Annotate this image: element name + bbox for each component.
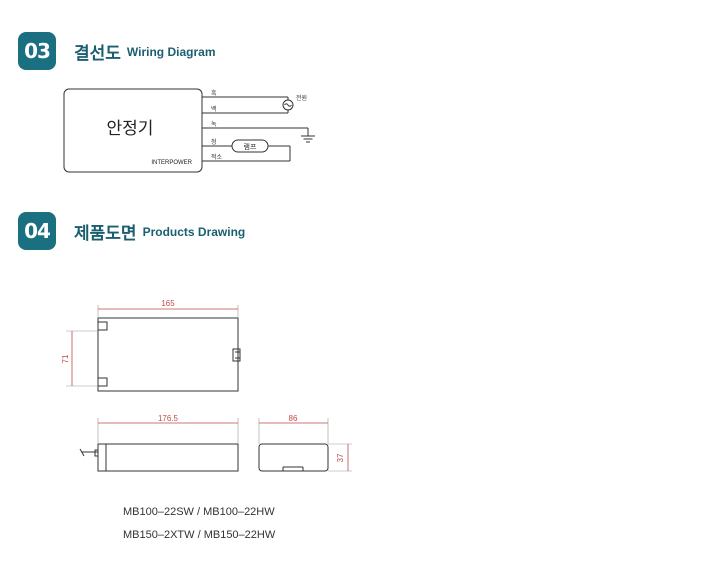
section-title-ko: 제품도면 — [74, 223, 137, 244]
ac-source-icon — [282, 99, 294, 111]
dim-length-label: 165 — [161, 299, 175, 308]
model-list-item: MB100–22SW / MB100–22HW — [123, 506, 275, 518]
wire-label-black: 흑 — [211, 89, 217, 97]
section-title-en: Wiring Diagram — [126, 45, 216, 59]
section-header-wiring: 03 결선도 Wiring Diagram — [18, 32, 216, 70]
wire-label-red: 적소 — [211, 154, 223, 161]
mount-tab-bottom-left — [97, 377, 108, 387]
side-view: 86 37 — [258, 414, 352, 472]
ground-icon — [301, 135, 315, 143]
mount-tab-top-left — [97, 321, 108, 331]
lamp-icon — [231, 139, 269, 153]
wire-label-white: 백 — [211, 105, 217, 113]
power-label: 전원 — [296, 94, 307, 102]
ballast-box — [63, 88, 203, 173]
ballast-label: 안정기 — [107, 119, 154, 139]
section-number-badge: 03 — [18, 32, 56, 70]
front-view: 176.5 — [79, 414, 239, 472]
dim-height-label: 37 — [336, 453, 345, 462]
section-number-badge: 04 — [18, 212, 56, 250]
dim-width-label: 71 — [61, 354, 70, 363]
wire-label-blue: 청 — [211, 139, 217, 146]
side-view-outline — [258, 443, 329, 472]
top-view-outline — [97, 317, 239, 392]
connector-right — [232, 348, 241, 362]
dim-total-length-label: 176.5 — [158, 414, 179, 423]
wire-label-green: 녹 — [211, 121, 217, 128]
top-view: 165 71 — [61, 299, 241, 392]
section-title-en: Products Drawing — [142, 225, 246, 239]
section-title-ko: 결선도 — [74, 43, 121, 64]
dim-side-width-label: 86 — [289, 414, 298, 423]
front-view-outline — [97, 443, 239, 472]
brand-label: INTERPOWER — [151, 160, 192, 166]
ac-wave-icon — [284, 103, 292, 107]
lamp-label: 램프 — [244, 143, 257, 151]
model-list-item: MB150–2XTW / MB150–22HW — [123, 529, 276, 541]
section-header-drawing: 04 제품도면 Products Drawing — [18, 212, 245, 250]
